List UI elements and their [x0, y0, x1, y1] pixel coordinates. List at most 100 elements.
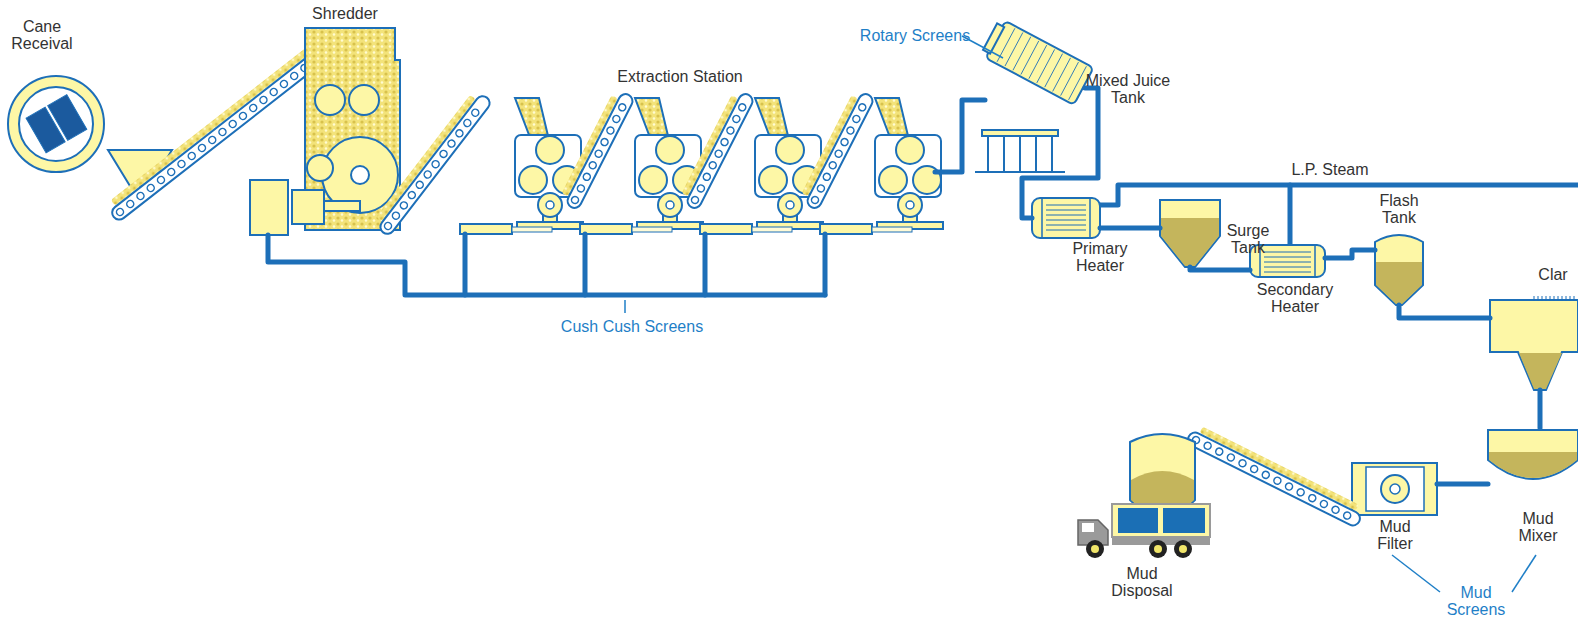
conveyor-roller	[720, 137, 729, 146]
conveyor-roller	[732, 114, 741, 123]
conveyor-roller	[439, 149, 449, 159]
conveyor-roller	[714, 149, 723, 158]
conveyor-roller	[600, 137, 609, 146]
wheel-hub	[1154, 545, 1162, 553]
conveyor-roller	[576, 184, 585, 193]
conveyor-roller	[726, 126, 735, 135]
cane-layer	[111, 36, 325, 206]
equipment-node: Flash Tank	[1375, 235, 1423, 305]
filter-frame	[1366, 467, 1424, 511]
conveyor-roller	[690, 195, 699, 204]
equipment-node: Mud Disposal	[1075, 502, 1215, 557]
conveyor-roller	[594, 149, 603, 158]
drive-shaft	[324, 201, 360, 211]
drum-rib	[1037, 49, 1055, 83]
conveyor-roller	[197, 143, 207, 153]
conveyor-roller	[1331, 505, 1340, 514]
stand-floor	[975, 171, 1065, 173]
conveyor-roller	[846, 126, 855, 135]
equipment-label: Shredder	[295, 5, 395, 22]
conveyor-roller	[702, 172, 711, 181]
conveyor-roller	[177, 159, 187, 169]
callout-label: Rotary Screens	[850, 27, 980, 44]
stand-leg	[1003, 136, 1005, 172]
equipment-label: Clar	[1533, 266, 1573, 283]
conveyor-roller	[136, 191, 146, 201]
conveyor-roller	[115, 207, 125, 217]
shredder-roller	[315, 85, 345, 115]
cush-cush-pipe	[823, 234, 828, 295]
conveyor-roller	[228, 119, 238, 129]
screen-tray	[632, 227, 672, 232]
callout-label: L.P. Steam	[1275, 161, 1385, 178]
conveyor-roller	[570, 195, 579, 204]
mill-chute	[755, 98, 789, 140]
conveyor-belt	[565, 92, 635, 211]
conveyor-roller	[1249, 464, 1258, 473]
conveyor-roller	[1308, 493, 1317, 502]
heater-tube	[1264, 272, 1311, 273]
mud-mixer	[1488, 430, 1578, 479]
heater-tube	[1046, 210, 1086, 211]
wheel-hub	[1091, 545, 1099, 553]
clarifier-rake	[1570, 296, 1571, 301]
heater-tube	[1264, 262, 1311, 263]
conveyor-roller	[696, 184, 705, 193]
heater-tube	[1264, 267, 1311, 268]
mill-chute	[635, 98, 669, 140]
conveyor-roller	[447, 139, 457, 149]
conveyor-roller	[834, 149, 843, 158]
truck-wheel	[1174, 540, 1192, 558]
juice-pipe	[935, 100, 985, 172]
mill-chute	[875, 98, 909, 140]
heater-tube	[1046, 220, 1086, 221]
mill-gear	[898, 193, 922, 217]
conveyor-roller	[606, 126, 615, 135]
cush-cush-screen	[820, 224, 872, 234]
equipment-label: Secondary Heater	[1253, 281, 1337, 316]
wheel-hub	[1179, 545, 1187, 553]
conveyor-roller	[166, 167, 176, 177]
conveyor-roller	[1203, 441, 1212, 450]
conveyor-roller	[238, 111, 248, 121]
conveyor	[371, 89, 492, 237]
mill-roller	[896, 136, 924, 164]
drive-motor	[250, 180, 288, 235]
equipment-node: Extraction Station	[485, 95, 935, 230]
screen-tray	[872, 227, 912, 232]
bracket-line	[1512, 555, 1536, 592]
conveyor-roller	[415, 180, 425, 190]
shredder-rotor	[322, 137, 398, 213]
conveyor-roller	[470, 108, 480, 118]
conveyor-roller	[810, 195, 819, 204]
mill-roller	[879, 166, 907, 194]
mill-roller	[536, 136, 564, 164]
juice-pipe	[1100, 226, 1160, 231]
conveyor-roller	[289, 71, 299, 81]
heater-cap	[1089, 198, 1091, 238]
equipment-label: Extraction Station	[580, 68, 780, 85]
tank-stand-top	[982, 130, 1058, 136]
gear-hub	[906, 201, 914, 209]
cane-bin	[48, 95, 87, 141]
juice-pipe	[1325, 250, 1375, 258]
conveyor-roller	[279, 79, 289, 89]
drum-rib	[1021, 41, 1039, 75]
clarifier-rake	[1574, 296, 1575, 301]
conveyor-belt	[805, 92, 875, 211]
cane-layer	[376, 95, 476, 221]
conveyor-roller	[399, 200, 409, 210]
heater-tube	[1046, 215, 1086, 216]
clarifier-rake	[1558, 296, 1559, 301]
equipment-node: Clar	[1490, 298, 1578, 390]
mill-roller	[776, 136, 804, 164]
conveyor-roller	[582, 172, 591, 181]
conveyor-roller	[588, 161, 597, 170]
equipment-label: Mixed Juice Tank	[1082, 72, 1174, 107]
mill-gear	[778, 193, 802, 217]
conveyor-belt	[685, 92, 755, 211]
truck-panel	[1163, 508, 1205, 533]
conveyor-roller	[391, 211, 401, 221]
clarifier-rake	[1546, 296, 1547, 301]
